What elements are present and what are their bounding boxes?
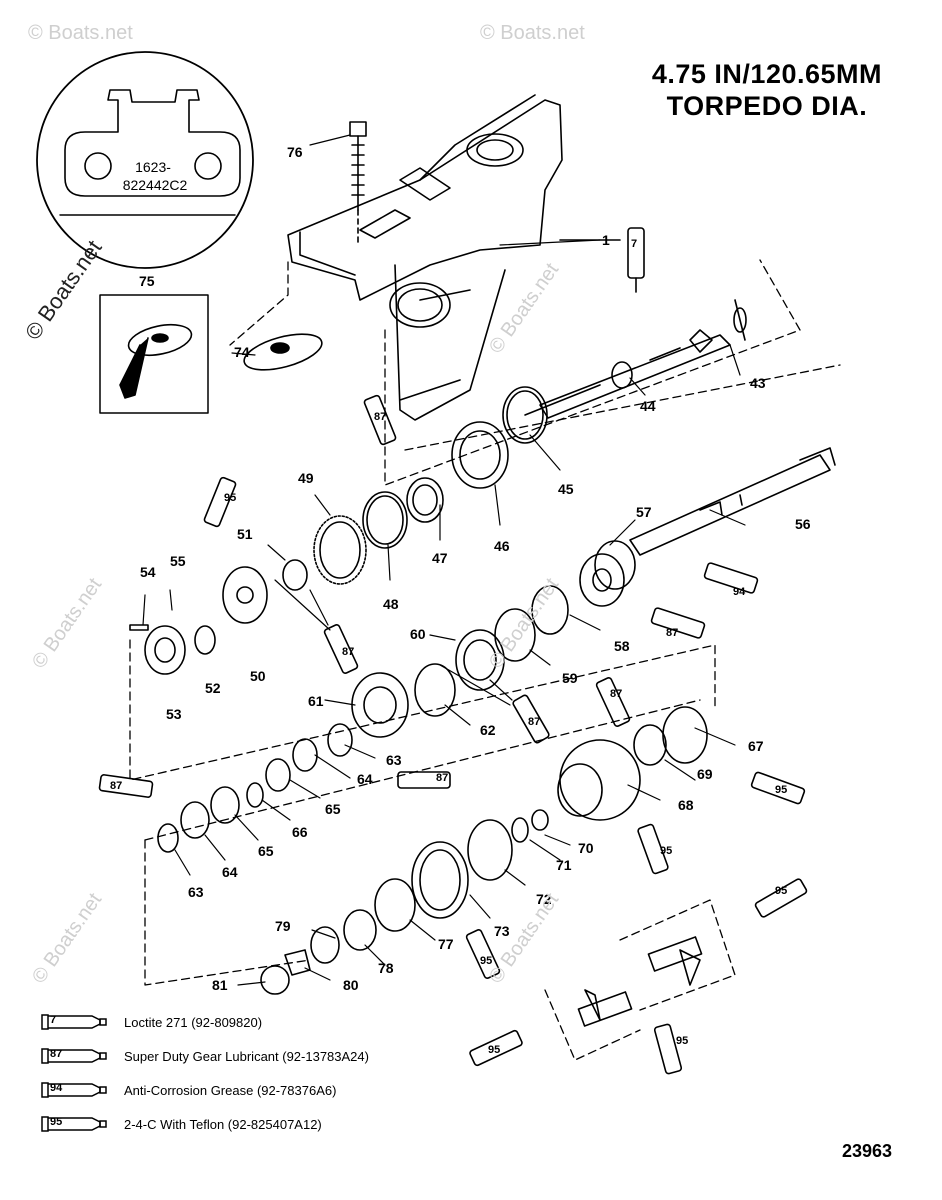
watermark-faint: © Boats.net — [28, 22, 133, 44]
part-callout-74: 74 — [234, 344, 250, 360]
tube-icon: 7 — [40, 1012, 110, 1032]
tube-label: 87 — [374, 411, 387, 423]
part-callout-72: 72 — [536, 891, 552, 907]
part-callout-73: 73 — [494, 923, 510, 939]
tube-label: 94 — [733, 586, 746, 598]
tube-label: 95 — [480, 955, 493, 967]
part-callout-56: 56 — [795, 516, 811, 532]
legend-row: 87 Super Duty Gear Lubricant (92-13783A2… — [40, 1039, 369, 1073]
tube-label: 87 — [436, 772, 449, 784]
trim-tab-anode — [243, 333, 323, 371]
tube-label: 95 — [775, 784, 788, 796]
tube-icon: 87 — [40, 1046, 110, 1066]
phantom-lines — [129, 259, 841, 1061]
part-callout-46: 46 — [494, 538, 510, 554]
bearing-ring-components — [129, 386, 708, 995]
bolt — [349, 121, 367, 246]
part-callout-44: 44 — [640, 398, 656, 414]
part-callout-63b: 63 — [188, 884, 204, 900]
part-callout-52: 52 — [205, 680, 221, 696]
part-callout-76: 76 — [287, 144, 303, 160]
part-callout-49: 49 — [298, 470, 314, 486]
part-callout-43: 43 — [750, 375, 766, 391]
inset-label-1: 1623- — [135, 159, 171, 175]
legend-row: 7 Loctite 271 (92-809820) — [40, 1005, 369, 1039]
figure-number: 23963 — [841, 1141, 892, 1161]
legend-text: Anti-Corrosion Grease (92-78376A6) — [124, 1082, 337, 1098]
part-callout-45: 45 — [558, 481, 574, 497]
legend-text: Loctite 271 (92-809820) — [124, 1014, 263, 1030]
part-callout-57: 57 — [636, 504, 652, 520]
anode-inset: 1623- 822442C2 — [36, 51, 254, 269]
tube-icon: 94 — [40, 1080, 110, 1100]
tube-label: 87 — [342, 646, 355, 658]
tube-label: 87 — [666, 627, 679, 639]
part-callout-64b: 64 — [222, 864, 238, 880]
part-callout-63a: 63 — [386, 752, 402, 768]
part-callout-65a: 65 — [325, 801, 341, 817]
part-callout-58: 58 — [614, 638, 630, 654]
part-callout-51: 51 — [237, 526, 253, 542]
tube-icon: 95 — [40, 1114, 110, 1134]
tube-label: 95 — [775, 885, 788, 897]
part-callout-59: 59 — [562, 670, 578, 686]
part-callout-77: 77 — [438, 936, 454, 952]
watermark-faint: © Boats.net — [480, 22, 585, 44]
legend-code: 94 — [50, 1082, 63, 1094]
part-callout-54: 54 — [140, 564, 156, 580]
part-callout-70: 70 — [578, 840, 594, 856]
legend-text: 2-4-C With Teflon (92-825407A12) — [124, 1116, 322, 1132]
part-callout-67: 67 — [748, 738, 764, 754]
leader-lines — [142, 134, 746, 986]
title-line-1: 4.75 IN/120.65MM — [651, 59, 882, 89]
part-callout-78: 78 — [378, 960, 394, 976]
legend-row: 94 Anti-Corrosion Grease (92-78376A6) — [40, 1073, 369, 1107]
part-callout-79: 79 — [275, 918, 291, 934]
legend-row: 95 2-4-C With Teflon (92-825407A12) — [40, 1107, 369, 1141]
tube-label: 87 — [110, 780, 123, 792]
part-callout-47: 47 — [432, 550, 448, 566]
part-callout-55: 55 — [170, 553, 186, 569]
part-callout-71: 71 — [556, 857, 572, 873]
propshaft — [629, 447, 836, 556]
part-callout-1: 1 — [602, 232, 610, 248]
part-callout-81: 81 — [212, 977, 228, 993]
part-callout-65b: 65 — [258, 843, 274, 859]
tube-label: 87 — [528, 716, 541, 728]
pinion-assembly — [524, 299, 747, 419]
tube-label: 95 — [488, 1044, 501, 1056]
lubricant-tubes — [98, 227, 808, 1075]
diagram-title: 4.75 IN/120.65MM TORPEDO DIA. — [652, 58, 882, 122]
anode-box — [99, 294, 209, 414]
part-callout-75: 75 — [139, 273, 155, 289]
legend-code: 87 — [50, 1048, 63, 1060]
lubricant-legend: 7 Loctite 271 (92-809820) 87 Super Duty … — [40, 1005, 369, 1141]
part-callout-69: 69 — [697, 766, 713, 782]
title-line-2: TORPEDO DIA. — [666, 91, 868, 121]
legend-text: Super Duty Gear Lubricant (92-13783A24) — [124, 1048, 369, 1064]
tube-label: 95 — [676, 1035, 689, 1047]
tube-label: 95 — [660, 845, 673, 857]
gear-housing — [287, 94, 621, 421]
part-callout-68: 68 — [678, 797, 694, 813]
inset-label-2: 822442C2 — [123, 177, 188, 193]
shift-components — [577, 936, 703, 1027]
part-callout-66: 66 — [292, 824, 308, 840]
part-callout-60: 60 — [410, 626, 426, 642]
tube-label: 7 — [631, 238, 638, 250]
legend-code: 7 — [50, 1014, 57, 1026]
legend-code: 95 — [50, 1116, 63, 1128]
tube-label: 87 — [610, 688, 623, 700]
part-callout-53: 53 — [166, 706, 182, 722]
part-callout-48: 48 — [383, 596, 399, 612]
part-callout-62: 62 — [480, 722, 496, 738]
part-callout-61: 61 — [308, 693, 324, 709]
part-callout-80: 80 — [343, 977, 359, 993]
part-callout-64a: 64 — [357, 771, 373, 787]
part-callout-50: 50 — [250, 668, 266, 684]
tube-label: 95 — [224, 492, 237, 504]
